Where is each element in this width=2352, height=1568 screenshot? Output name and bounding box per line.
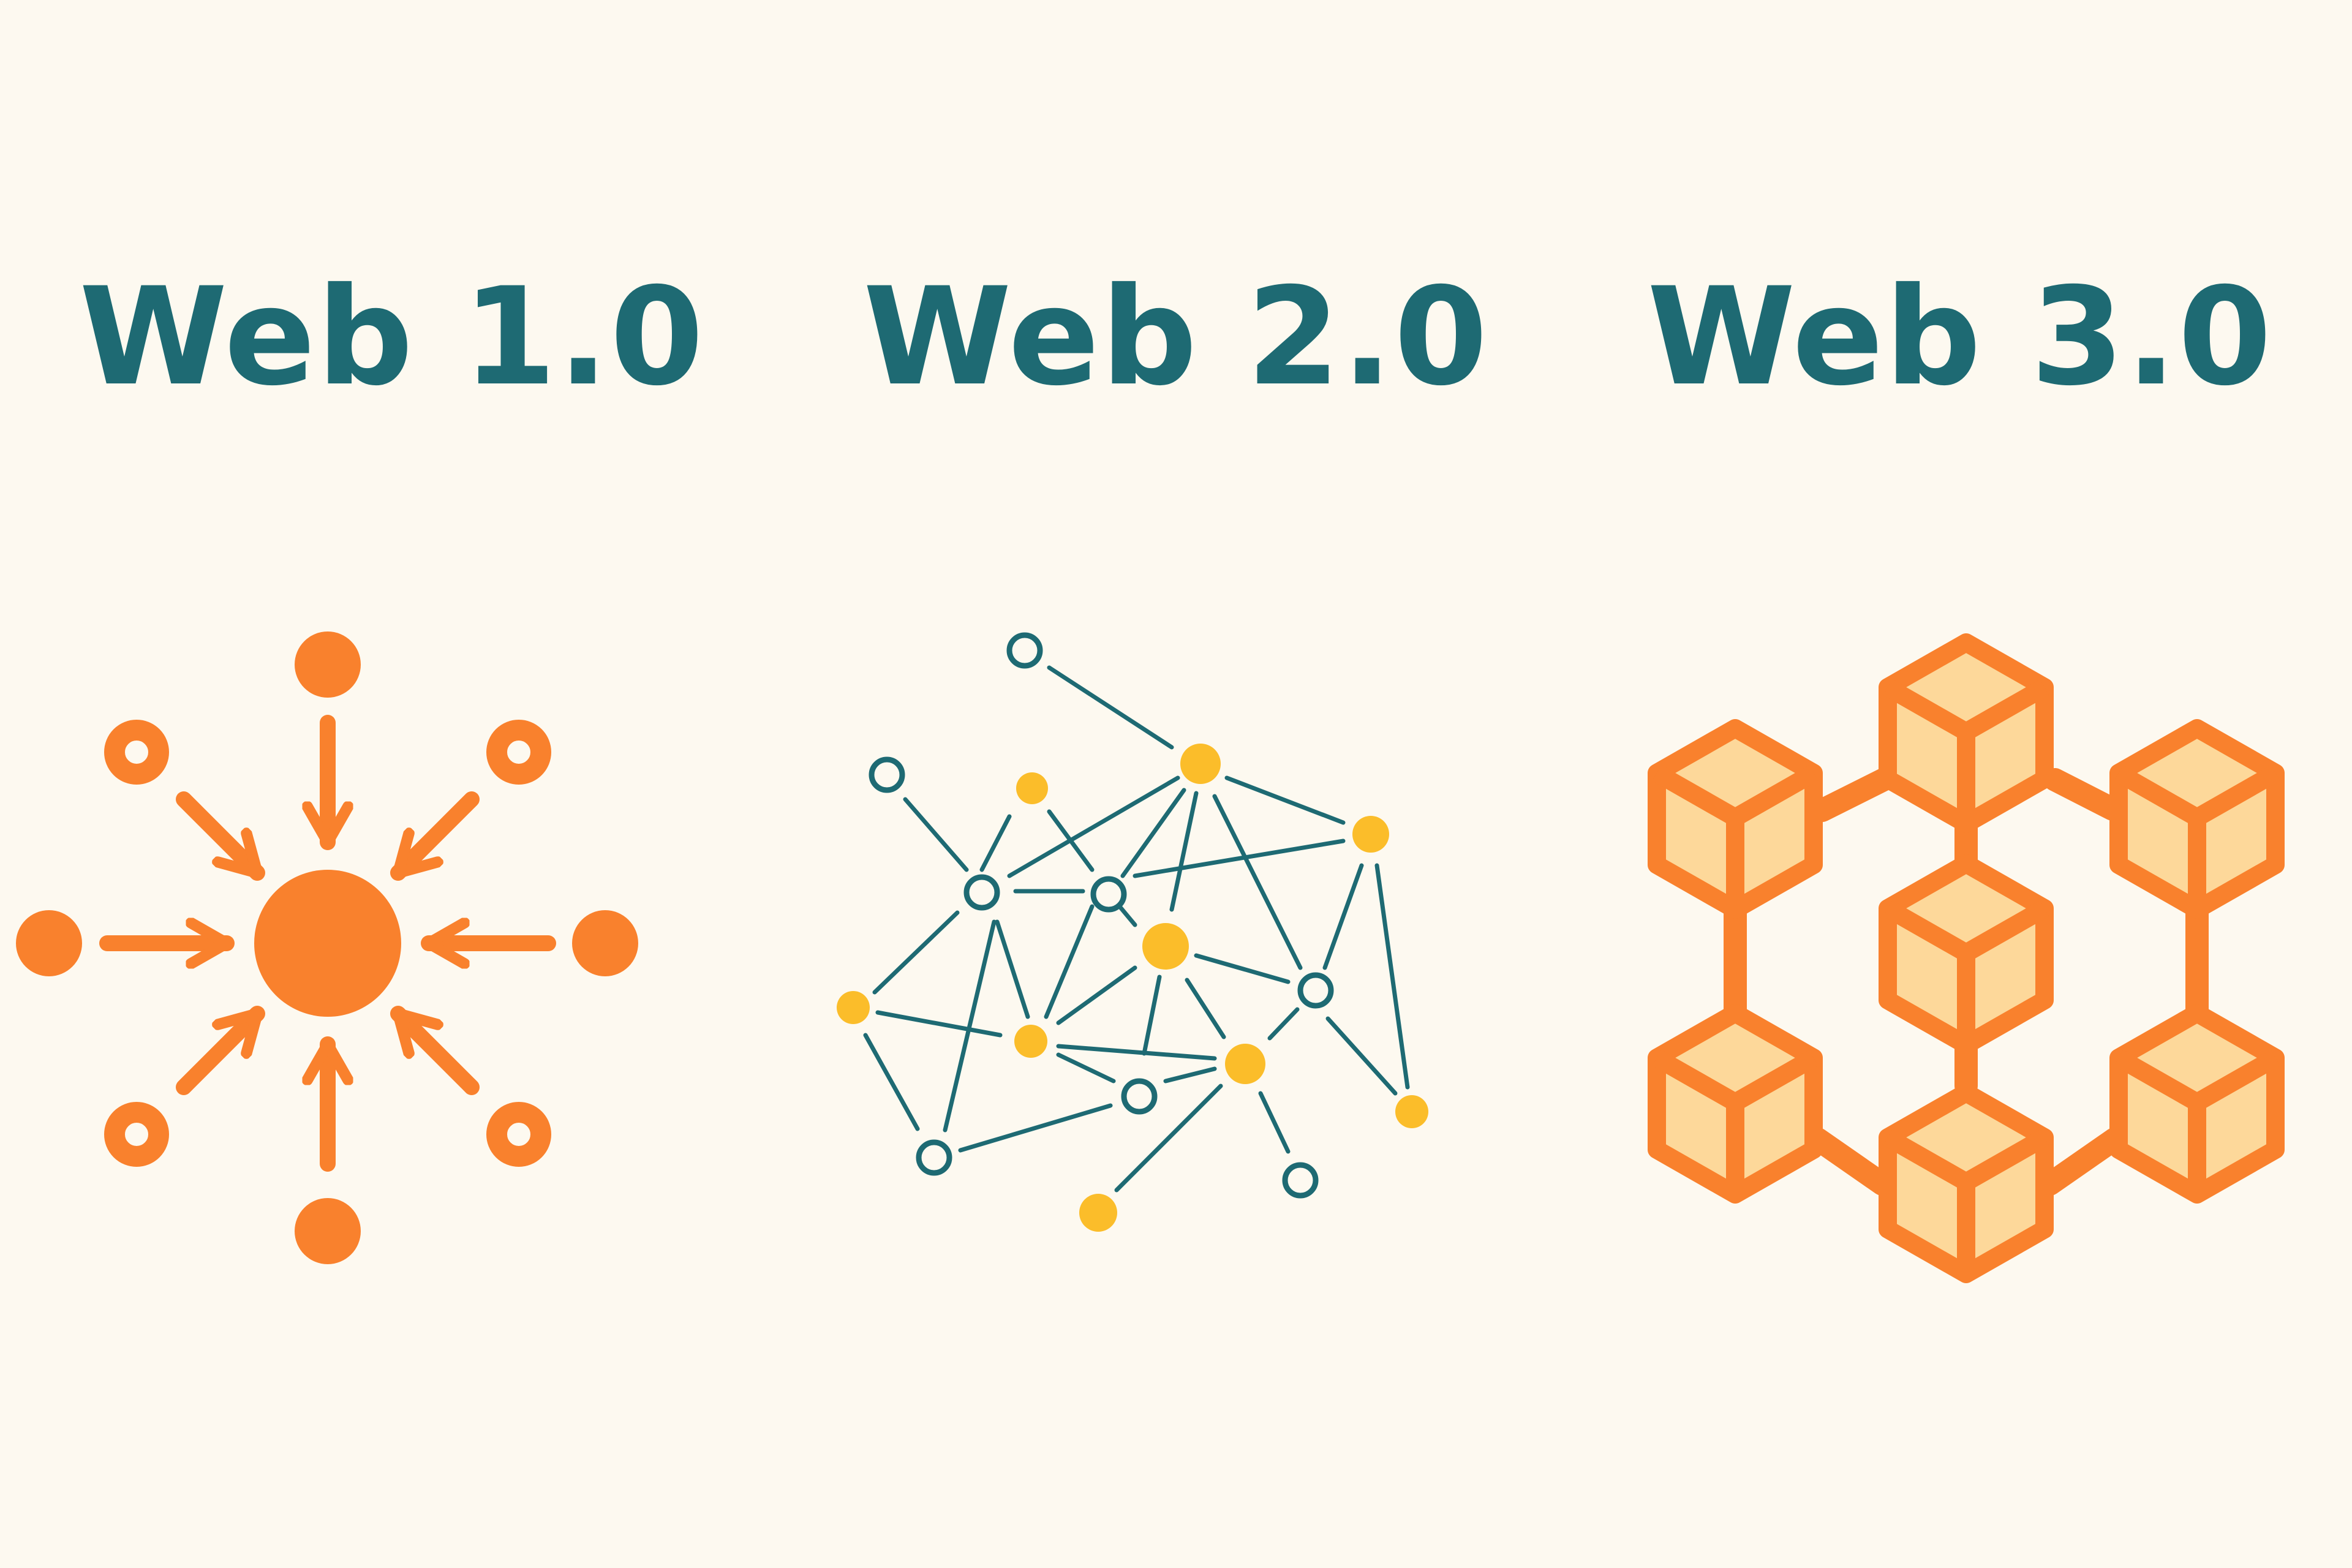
network-user-nodes <box>869 632 1334 1199</box>
arrow-from-bottom-right <box>390 1006 480 1095</box>
client-node-top <box>295 631 361 698</box>
block-cube <box>1648 1004 1823 1204</box>
network-content-nodes <box>837 744 1428 1232</box>
block-cube <box>1879 633 2054 833</box>
web1-title: Web 1.0 <box>79 258 705 415</box>
block-cube <box>2109 1004 2285 1204</box>
blockchain-blocks-icon <box>1648 633 2285 1283</box>
block-cube <box>1648 719 1823 919</box>
web2-title: Web 2.0 <box>863 258 1489 415</box>
arrow-from-top-right <box>390 791 480 881</box>
client-ring-top-left <box>104 720 169 785</box>
block-cube <box>1879 1084 2054 1283</box>
client-node-left <box>16 910 82 976</box>
central-server-node <box>254 870 401 1017</box>
block-cube <box>1879 854 2054 1054</box>
network-edges <box>863 665 1410 1193</box>
client-node-bottom <box>295 1198 361 1264</box>
arrow-from-top-left <box>176 791 265 881</box>
arrow-from-bottom-left <box>176 1006 265 1095</box>
web3-title: Web 3.0 <box>1647 258 2273 415</box>
client-ring-top-right <box>486 720 551 785</box>
block-cube <box>2109 719 2285 919</box>
centralized-hub-icon <box>16 631 638 1264</box>
social-network-graph-icon <box>837 632 1428 1232</box>
client-ring-bottom-left <box>104 1102 169 1167</box>
client-node-right <box>572 910 638 976</box>
client-ring-bottom-right <box>486 1102 551 1167</box>
